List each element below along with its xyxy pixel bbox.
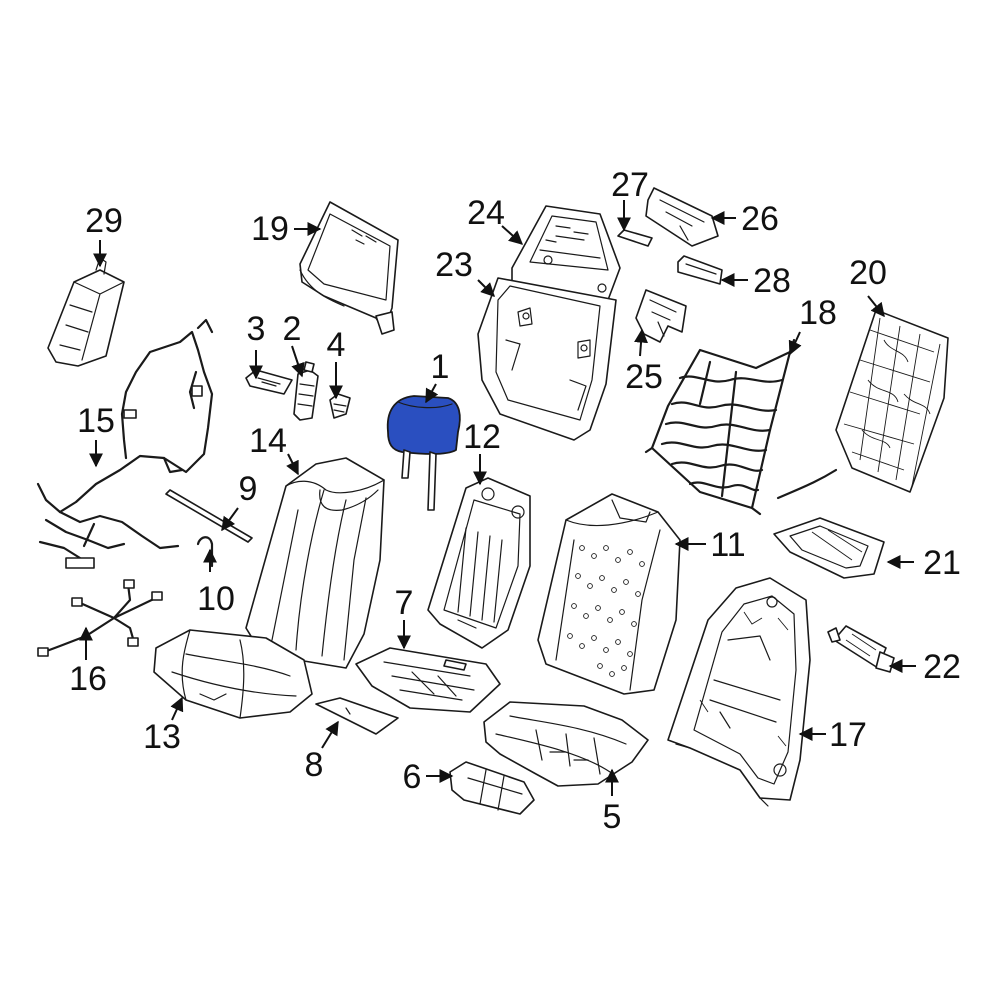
- callout-25: 25: [625, 358, 663, 396]
- callout-29: 29: [85, 202, 123, 240]
- part-13-seat-cushion-cover[interactable]: [153, 629, 313, 719]
- callout-11: 11: [710, 526, 745, 564]
- part-4-connector[interactable]: [329, 393, 351, 419]
- callout-3: 3: [247, 310, 266, 348]
- part-12-backrest-pad[interactable]: [427, 477, 531, 649]
- part-3-switch[interactable]: [245, 369, 293, 395]
- callout-20: 20: [849, 254, 887, 292]
- callout-13: 13: [143, 718, 181, 756]
- part-29-control-module[interactable]: [47, 257, 125, 367]
- part-8-flat-pad[interactable]: [315, 697, 399, 735]
- callout-9: 9: [239, 470, 258, 508]
- callout-21: 21: [923, 544, 961, 582]
- part-1-headrest[interactable]: [386, 395, 461, 511]
- callout-16: 16: [69, 660, 107, 698]
- callout-10: 10: [197, 580, 235, 618]
- part-21-base-plate[interactable]: [773, 517, 885, 579]
- callout-23: 23: [435, 246, 473, 284]
- part-27-clip[interactable]: [617, 229, 653, 247]
- part-7-seat-inserts[interactable]: [355, 647, 501, 713]
- callout-15: 15: [77, 402, 115, 440]
- part-10-hook[interactable]: [196, 536, 214, 568]
- part-6-side-bolster[interactable]: [449, 761, 535, 815]
- callout-17: 17: [829, 716, 867, 754]
- part-19-rear-panel[interactable]: [299, 201, 399, 335]
- callout-6: 6: [403, 758, 422, 796]
- callout-labels: 1 2 3 4 5 6 7 8 9 10 11 12 13 14 15 16 1…: [69, 166, 961, 836]
- part-14-backrest-cover[interactable]: [245, 457, 385, 669]
- part-2-actuator[interactable]: [293, 361, 319, 421]
- part-26-bracket[interactable]: [645, 187, 719, 247]
- callout-4: 4: [327, 326, 346, 364]
- part-23-backrest-panel[interactable]: [477, 277, 617, 441]
- part-16-cross-harness[interactable]: [37, 579, 163, 657]
- part-28-connector-block[interactable]: [677, 255, 723, 285]
- callout-14: 14: [249, 422, 287, 460]
- callout-12: 12: [463, 418, 501, 456]
- callout-19: 19: [251, 210, 289, 248]
- part-25-mount-bracket[interactable]: [635, 289, 687, 343]
- part-17-backrest-frame[interactable]: [667, 577, 811, 807]
- callout-22: 22: [923, 648, 961, 686]
- callout-18: 18: [799, 294, 837, 332]
- callout-7: 7: [395, 584, 414, 622]
- part-18-spring-mat[interactable]: [644, 338, 796, 516]
- part-15-wiring-harness[interactable]: [36, 318, 214, 569]
- callout-24: 24: [467, 194, 505, 232]
- callout-5: 5: [603, 798, 622, 836]
- part-11-perforated-cover[interactable]: [537, 493, 681, 695]
- part-22-actuator-cylinder[interactable]: [827, 625, 895, 673]
- callout-28: 28: [753, 262, 791, 300]
- part-5-seat-cushion[interactable]: [483, 701, 649, 787]
- callout-8: 8: [305, 746, 324, 784]
- callout-26: 26: [741, 200, 779, 238]
- leader-lines: [79, 200, 916, 796]
- callout-1: 1: [431, 348, 450, 386]
- part-20-foam-pad[interactable]: [776, 309, 949, 500]
- callout-2: 2: [283, 310, 302, 348]
- callout-27: 27: [611, 166, 649, 204]
